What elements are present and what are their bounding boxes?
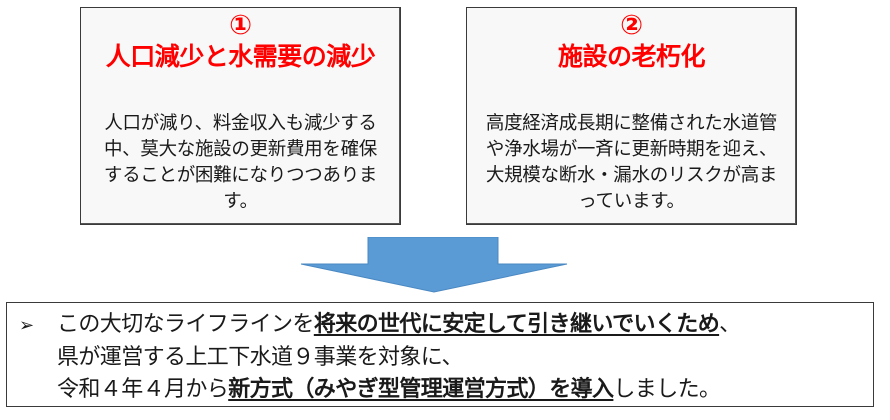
summary-emphasis: 将来の世代に安定して引き継いでいくため (313, 312, 720, 337)
issue-number: ② (620, 10, 643, 41)
issue-title: 人口減少と水需要の減少 (105, 42, 376, 71)
issue-description: 高度経済成長期に整備された水道管や浄水場が一斉に更新時期を迎え、大規模な断水・漏… (485, 113, 778, 212)
summary-line-1: ➢ この大切なライフラインを将来の世代に安定して引き継いでいくため、 (19, 309, 873, 342)
summary-box: ➢ この大切なライフラインを将来の世代に安定して引き継いでいくため、 県が運営する… (6, 302, 874, 407)
summary-emphasis: 新方式（みやぎ型管理運営方式）を導入 (228, 377, 614, 402)
issue-box-facility-aging: ② 施設の老朽化 高度経済成長期に整備された水道管や浄水場が一斉に更新時期を迎え… (466, 7, 797, 225)
bullet-arrow-icon: ➢ (19, 315, 34, 336)
summary-text: 、 (719, 312, 741, 337)
issue-title: 施設の老朽化 (557, 42, 706, 71)
summary-text: 令和４年４月から (57, 377, 229, 402)
summary-line-3: 令和４年４月から新方式（みやぎ型管理運営方式）を導入しました。 (19, 374, 873, 406)
issue-description: 人口が減り、料金収入も減少する中、莫大な施設の更新費用を確保することが困難になり… (103, 113, 378, 212)
summary-text: この大切なライフラインを (57, 312, 314, 337)
issue-box-population-decline: ① 人口減少と水需要の減少 人口が減り、料金収入も減少する中、莫大な施設の更新費… (80, 7, 401, 225)
down-arrow-icon (300, 237, 568, 293)
summary-line-2: 県が運営する上工下水道９事業を対象に、 (57, 345, 464, 370)
issue-number: ① (229, 10, 252, 41)
summary-text: しました。 (613, 377, 721, 402)
